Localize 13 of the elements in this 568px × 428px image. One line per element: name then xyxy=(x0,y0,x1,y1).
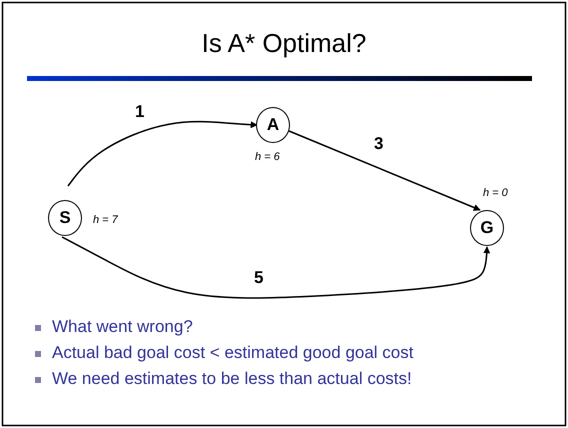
state-circle: A xyxy=(256,107,290,143)
slide-title: Is A* Optimal? xyxy=(200,28,368,59)
bullet-text: What went wrong? xyxy=(52,317,193,337)
arrow xyxy=(288,130,481,211)
bullet-text: We need estimates to be less than actual costs! xyxy=(52,369,412,389)
heuristic-label: h = 6 xyxy=(255,151,280,163)
state-circle: S xyxy=(48,200,82,236)
heuristic-label: h = 7 xyxy=(93,214,118,226)
arrow xyxy=(62,236,490,299)
state-circle: G xyxy=(470,210,504,246)
arrow xyxy=(67,120,258,186)
bullet-text: Actual bad goal cost < estimated good goal cost xyxy=(52,343,414,363)
heuristic-label: h = 0 xyxy=(483,187,508,199)
